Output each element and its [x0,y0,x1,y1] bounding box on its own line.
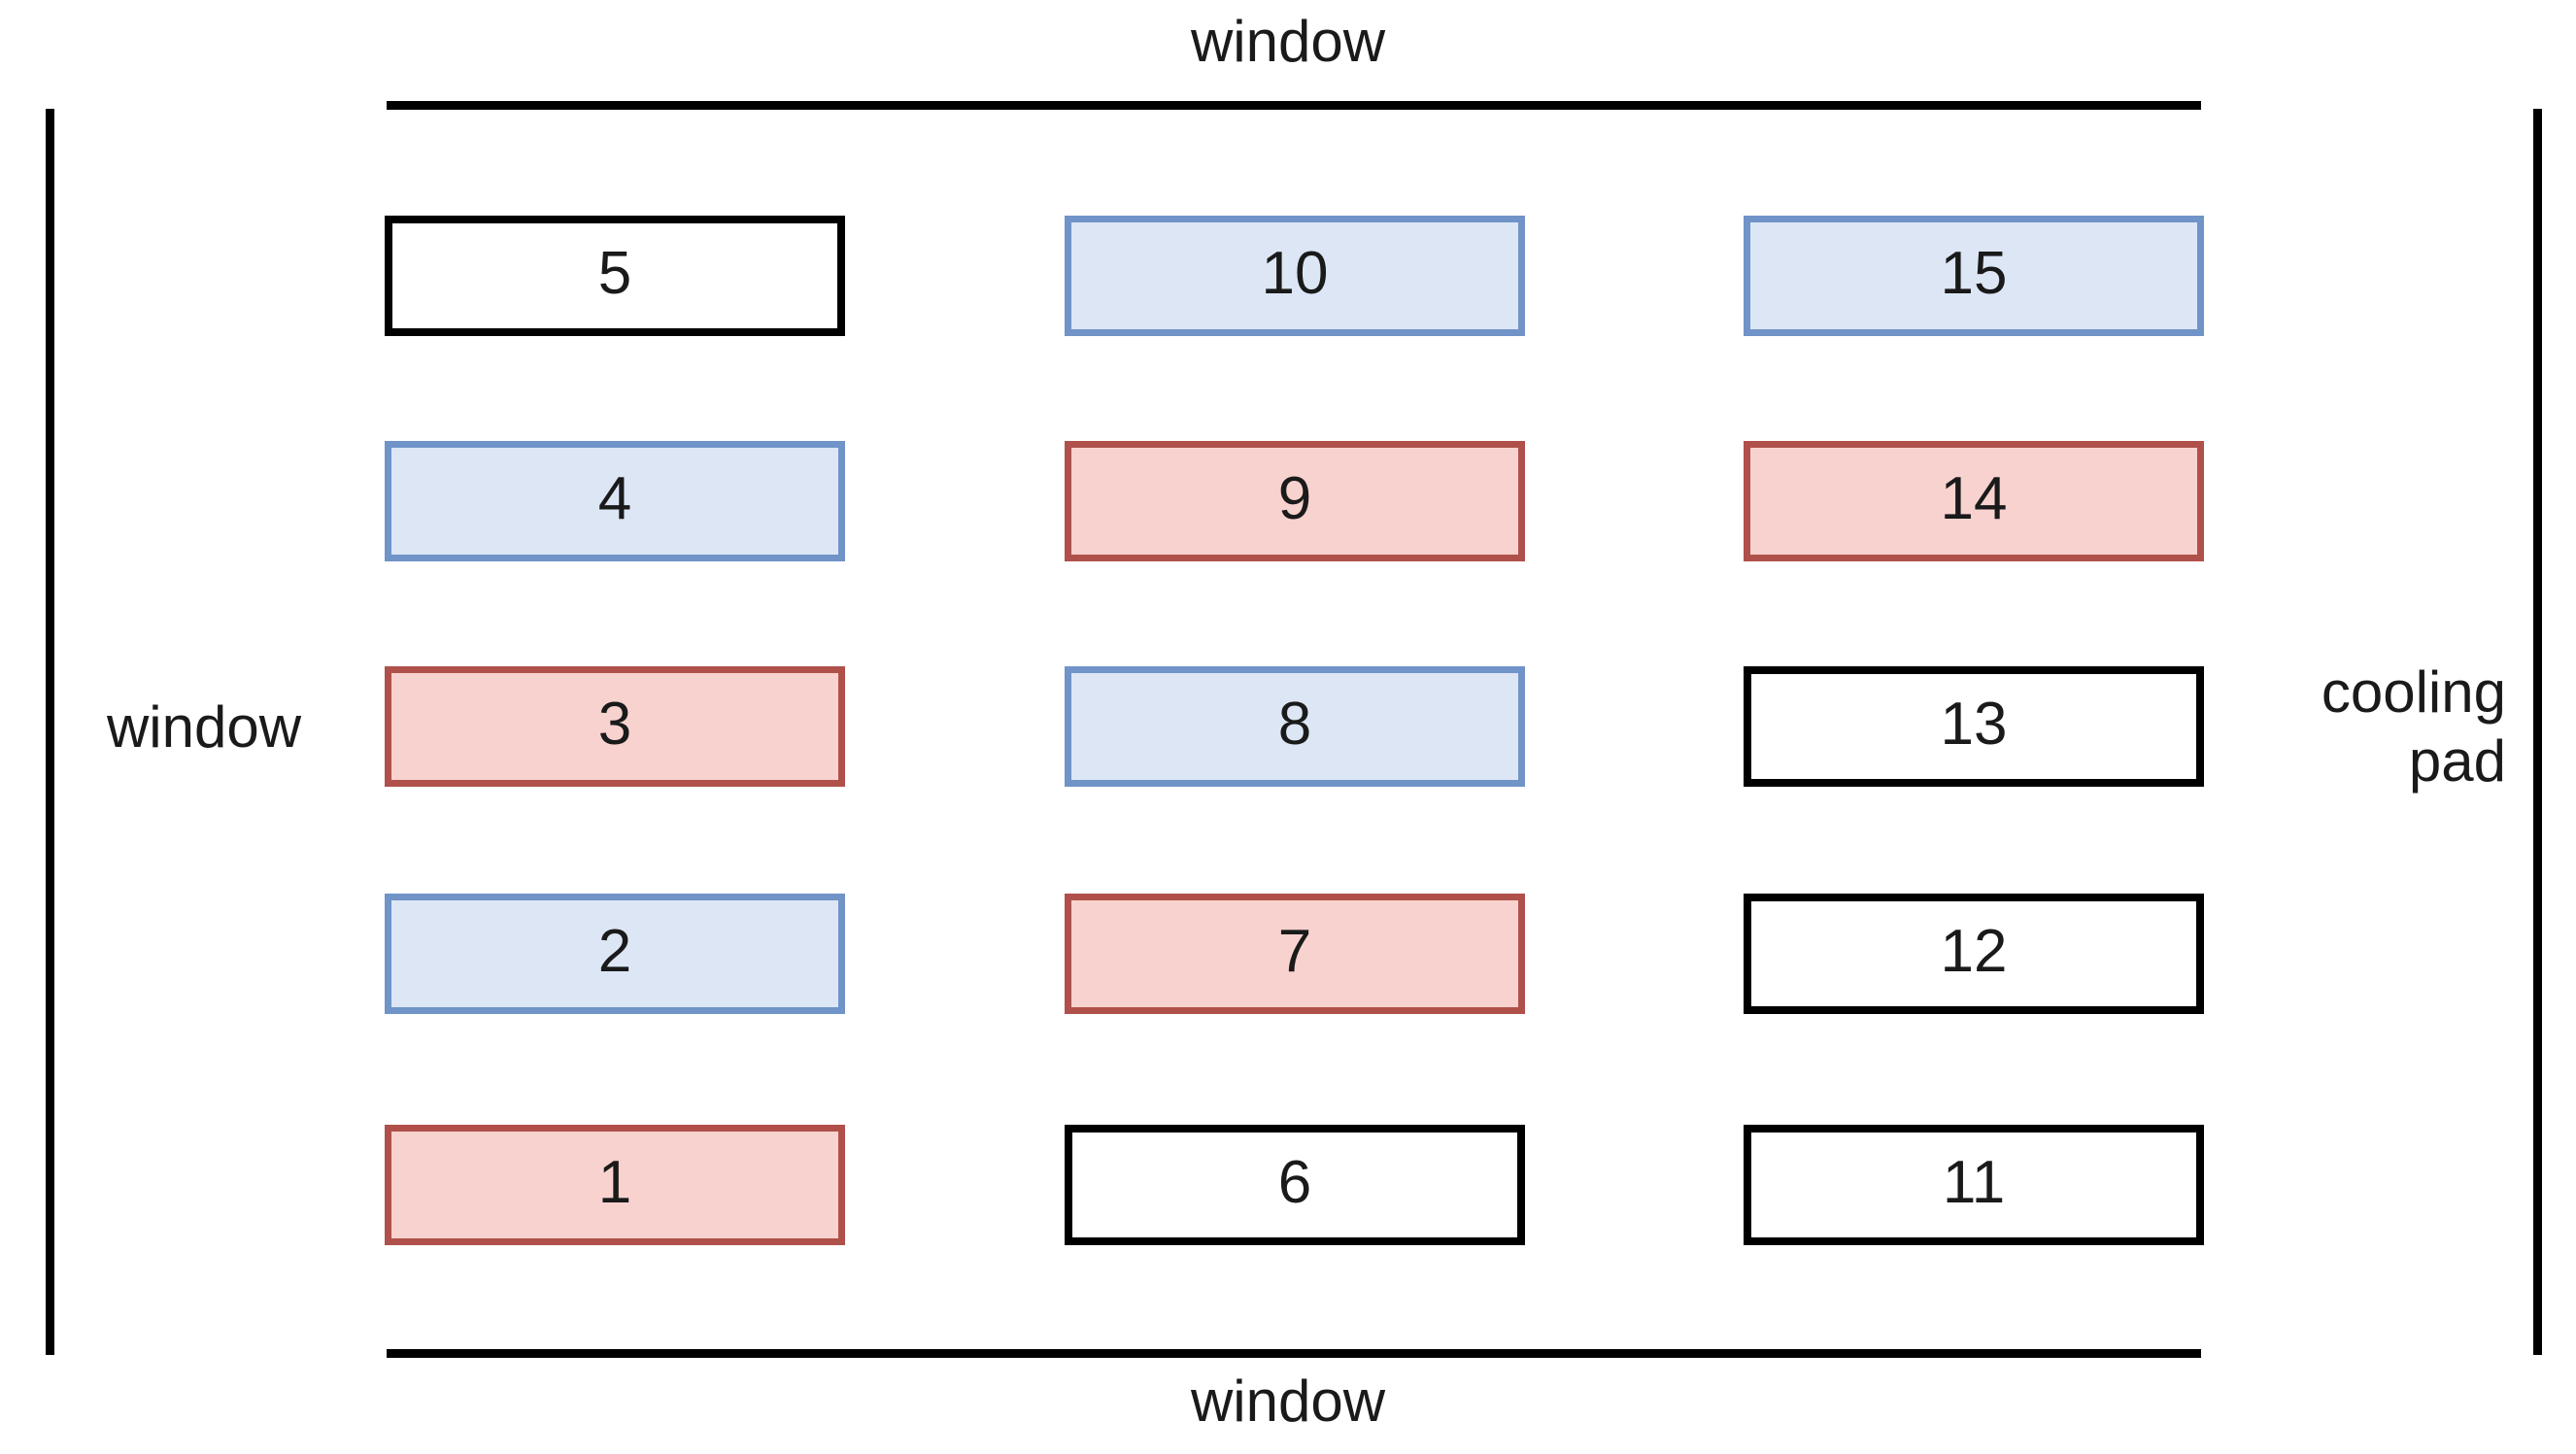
wall-top-window [387,101,2201,110]
bed-6[interactable]: 6 [1065,1125,1525,1245]
bed-2[interactable]: 2 [385,894,845,1014]
wall-left-window [46,109,54,1355]
bed-label: 7 [1277,918,1312,985]
bed-14[interactable]: 14 [1744,441,2204,561]
bed-label: 8 [1277,691,1312,758]
bed-label: 3 [597,691,632,758]
bed-label: 5 [597,240,632,307]
bed-label: 15 [1940,240,2008,307]
bed-5[interactable]: 5 [385,216,845,336]
bed-1[interactable]: 1 [385,1125,845,1245]
bed-label: 13 [1940,691,2008,758]
bed-11[interactable]: 11 [1744,1125,2204,1245]
bed-label: 12 [1940,918,2008,985]
bed-13[interactable]: 13 [1744,666,2204,787]
bed-label: 10 [1261,240,1329,307]
bed-9[interactable]: 9 [1065,441,1525,561]
label-window-bottom: window [1190,1369,1386,1434]
bed-4[interactable]: 4 [385,441,845,561]
bed-3[interactable]: 3 [385,666,845,787]
bed-label: 4 [597,465,632,532]
label-window-top: window [1190,9,1386,74]
bed-10[interactable]: 10 [1065,216,1525,336]
bed-8[interactable]: 8 [1065,666,1525,787]
bed-label: 6 [1277,1149,1312,1216]
label-window-left: window [106,694,302,760]
label-cooling-pad-right: cooling pad [2321,659,2506,794]
wall-right-cooling-pad [2533,109,2542,1355]
bed-label: 11 [1942,1149,2006,1216]
wall-bottom-window [387,1349,2201,1358]
bed-label: 2 [597,918,632,985]
bed-7[interactable]: 7 [1065,894,1525,1014]
bed-label: 9 [1277,465,1312,532]
bed-12[interactable]: 12 [1744,894,2204,1014]
bed-label: 1 [597,1149,632,1216]
bed-15[interactable]: 15 [1744,216,2204,336]
bed-label: 14 [1940,465,2008,532]
